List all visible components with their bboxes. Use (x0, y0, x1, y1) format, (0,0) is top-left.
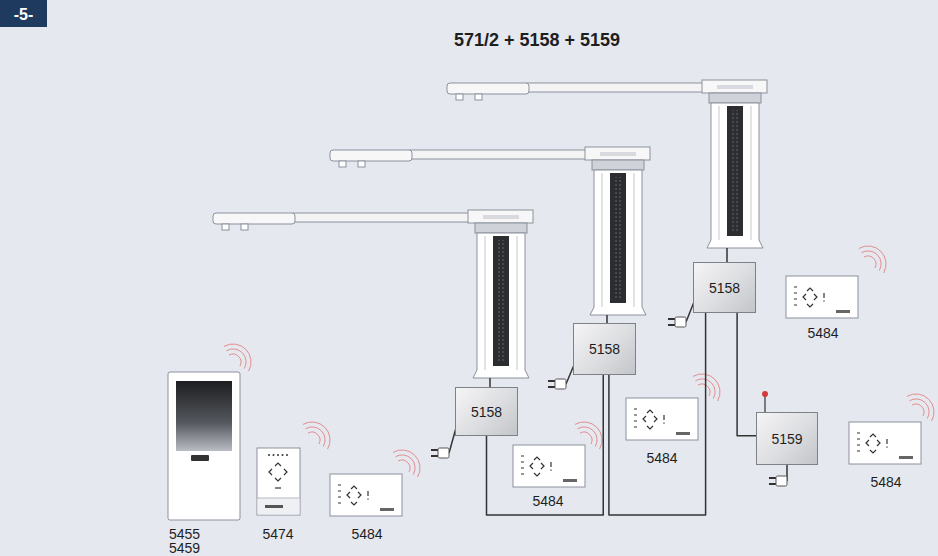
radio-receiver-box: 5159 (756, 412, 818, 465)
handheld-remote (168, 372, 240, 520)
radio-waves (693, 374, 720, 401)
wall-switch (513, 445, 585, 487)
mains-plug (548, 379, 566, 389)
radio-waves (224, 344, 251, 371)
handheld-remote (273, 454, 275, 456)
box-label: 5158 (709, 280, 740, 296)
diagram-title: 571/2 + 5158 + 5159 (454, 30, 620, 51)
handheld-remote (269, 463, 287, 488)
control-box: 5158 (573, 323, 636, 375)
part-number: 5455 5459 (169, 527, 209, 555)
part-number: 5484 (646, 451, 677, 465)
mains-cable (449, 302, 787, 481)
page-badge-number: -5- (14, 6, 34, 23)
part-number: 5484 (870, 475, 901, 489)
handheld-remote (268, 454, 288, 456)
mains-plug (668, 317, 686, 327)
radio-waves (907, 394, 934, 421)
control-cable (737, 313, 756, 436)
wall-switch (849, 422, 921, 464)
part-number: 5484 (532, 494, 563, 508)
handheld-remote (265, 505, 283, 508)
handheld-remote (275, 463, 281, 466)
wall-switch (330, 474, 402, 516)
handheld-remote (258, 498, 300, 515)
handheld-remote (257, 498, 300, 499)
part-number: 5474 (262, 527, 293, 541)
handheld-remote (268, 454, 270, 456)
page-badge (0, 0, 47, 27)
handheld-remote (282, 454, 284, 456)
wall-switch (626, 398, 698, 440)
antenna (764, 396, 765, 412)
handheld-remote (286, 454, 288, 456)
handheld-remote (269, 469, 272, 475)
box-label: 5159 (771, 431, 802, 447)
lifting-column (213, 210, 533, 378)
radio-waves (575, 422, 602, 449)
handheld-remote (168, 372, 240, 520)
control-box: 5158 (693, 262, 756, 313)
handheld-remote (275, 478, 281, 481)
mains-plug (769, 476, 787, 486)
radio-waves (393, 450, 420, 477)
handheld-remote (176, 381, 232, 451)
motor-cable (490, 248, 727, 388)
motor-cable (726, 248, 728, 263)
part-number: 5484 (351, 527, 382, 541)
antenna-tip (762, 391, 768, 397)
box-label: 5158 (471, 404, 502, 420)
handheld-remote (257, 448, 300, 515)
radio-waves (859, 246, 886, 273)
handheld-remote (284, 469, 287, 475)
box-label: 5158 (589, 341, 620, 357)
handheld-remote (257, 448, 300, 515)
control-box: 5158 (455, 387, 518, 436)
handheld-remote (191, 455, 209, 461)
handheld-remote (277, 454, 279, 456)
wall-switch (786, 276, 858, 318)
handheld-remote (275, 487, 281, 488)
part-number: 5484 (807, 326, 838, 340)
radio-waves (303, 422, 330, 449)
mains-plug (431, 448, 449, 458)
